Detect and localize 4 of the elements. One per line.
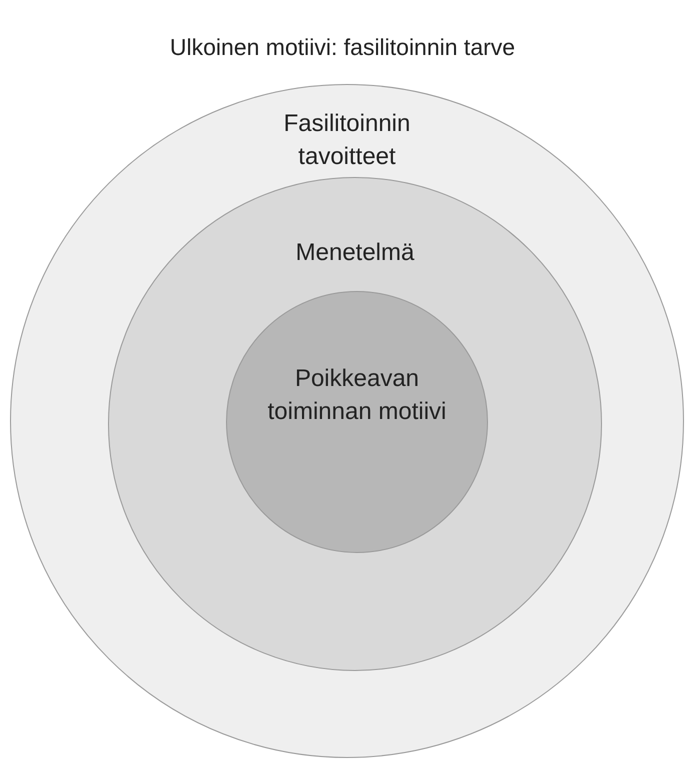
node-label: Fasilitoinnin tavoitteet (282, 109, 412, 172)
node-label: Poikkeavan toiminnan motiivi (266, 364, 448, 427)
title: Ulkoinen motiivi: fasilitoinnin tarve (168, 33, 516, 62)
node-label: Menetelmä (294, 238, 416, 268)
